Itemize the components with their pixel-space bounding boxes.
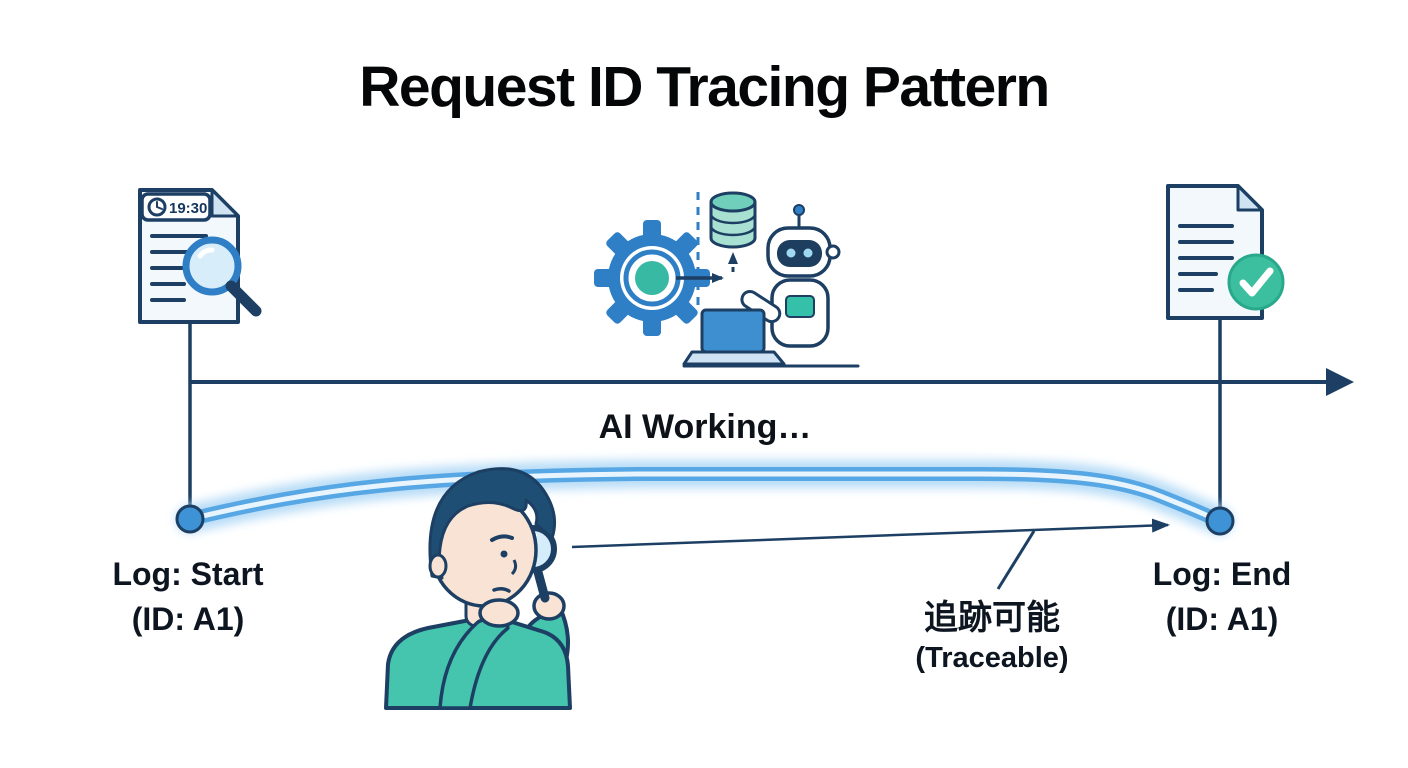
check-circle-icon [1227, 253, 1285, 311]
ai-process-illustration [594, 191, 860, 368]
person-illustration [384, 467, 572, 710]
timeline-axis [188, 316, 1354, 510]
robot-icon [740, 204, 841, 348]
traceable-pointer-line [996, 530, 1036, 590]
gear-icon [594, 220, 710, 336]
traceable-label-en: (Traceable) [915, 642, 1069, 675]
timeline-arrowhead [1326, 368, 1354, 396]
trace-glow-line [176, 460, 1233, 535]
log-start-line2: (ID: A1) [131, 601, 245, 638]
clock-time-text: 19:30 [169, 200, 207, 217]
traceable-arrow [571, 518, 1170, 549]
traceable-label: 追跡可能 (Traceable) [878, 596, 1106, 678]
page-title: Request ID Tracing Pattern [359, 55, 1050, 119]
clock-badge-icon: 19:30 [140, 192, 212, 222]
traceable-label-jp: 追跡可能 [924, 599, 1060, 637]
log-start-line1: Log: Start [112, 556, 264, 592]
database-icon [709, 191, 757, 249]
ai-working-label: AI Working… [598, 408, 812, 446]
document-magnifier-icon [182, 236, 262, 317]
start-timeline-dot [175, 504, 205, 534]
start-document-icon: 19:30 [138, 188, 262, 324]
end-document-icon [1166, 184, 1285, 320]
log-end-line1: Log: End [1152, 556, 1292, 592]
log-start-label: Log: Start (ID: A1) [88, 552, 288, 643]
laptop-icon [682, 308, 860, 368]
end-timeline-dot [1205, 506, 1235, 536]
log-end-label: Log: End (ID: A1) [1122, 552, 1322, 643]
log-end-line2: (ID: A1) [1165, 601, 1279, 638]
